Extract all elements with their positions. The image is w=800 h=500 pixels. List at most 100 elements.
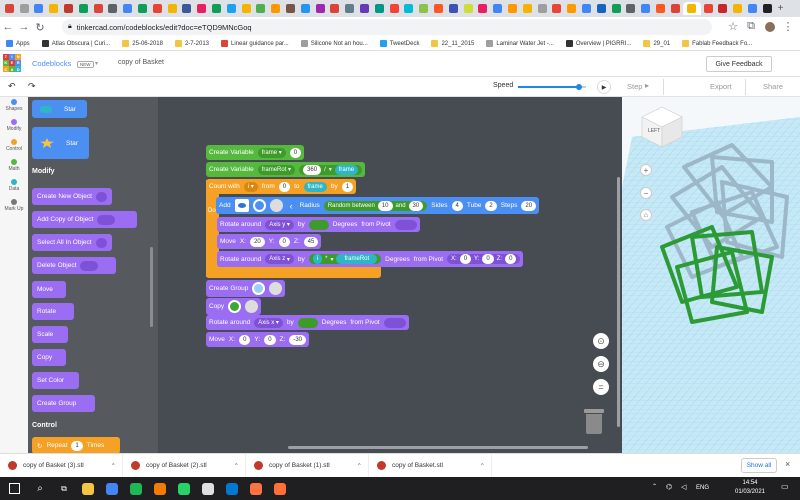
- object-slot[interactable]: [95, 237, 107, 248]
- browser-tab[interactable]: [150, 2, 165, 15]
- close-icon[interactable]: ×: [785, 459, 791, 469]
- export-button[interactable]: Export: [710, 82, 732, 91]
- bookmark-item[interactable]: Linear guidance par...: [221, 40, 289, 47]
- value-input[interactable]: 10: [377, 200, 393, 211]
- bookmark-item[interactable]: 25-06-2018: [122, 40, 163, 47]
- nav-category-modify[interactable]: Modify: [0, 117, 28, 137]
- palette-block-create-group[interactable]: Create Group: [32, 395, 95, 412]
- create-group-block[interactable]: Create Group: [206, 280, 286, 297]
- browser-tab[interactable]: [730, 2, 745, 15]
- bookmark-item[interactable]: 22_11_2015: [431, 40, 474, 47]
- chevron-down-icon[interactable]: ▾: [95, 61, 99, 67]
- notifications-icon[interactable]: ▭: [781, 482, 789, 491]
- palette-block-copy[interactable]: Copy: [32, 349, 66, 366]
- palette-block-create-new-object[interactable]: Create New Object: [32, 188, 112, 205]
- create-variable-framerot-block[interactable]: Create Variable frameRot ▾ 360 /▾ frame: [206, 162, 366, 177]
- browser-tab[interactable]: [372, 2, 387, 15]
- chrome-icon[interactable]: [100, 477, 124, 500]
- hole-toggle[interactable]: [245, 300, 259, 313]
- fit-icon[interactable]: =: [593, 379, 609, 395]
- chevron-up-icon[interactable]: ⌃: [479, 462, 485, 470]
- pivot-xyz-block[interactable]: X: 0 Y: 0 Z: 0: [447, 254, 521, 264]
- browser-tab[interactable]: [416, 2, 431, 15]
- hole-toggle[interactable]: [269, 282, 283, 295]
- browser-tab[interactable]: [61, 2, 76, 15]
- variable-reference[interactable]: i: [312, 254, 323, 264]
- browser-tab[interactable]: [745, 2, 760, 15]
- palette-block-add-copy-of-object[interactable]: Add Copy of Object: [32, 211, 137, 228]
- file-explorer-icon[interactable]: [76, 477, 100, 500]
- back-icon[interactable]: ←: [2, 21, 14, 33]
- move-block[interactable]: Move X: 0 Y: 0 Z: -30: [206, 332, 309, 347]
- add-shape-block[interactable]: Add ‹ Radius Random between 10 and 30 Si…: [216, 197, 540, 214]
- browser-tab[interactable]: [313, 2, 328, 15]
- nav-category-math[interactable]: Math: [0, 157, 28, 177]
- operator-dropdown[interactable]: *: [325, 256, 328, 262]
- app2-icon[interactable]: [244, 477, 268, 500]
- show-all-button[interactable]: Show all: [741, 458, 777, 473]
- color-swatch[interactable]: [252, 199, 266, 212]
- bookmark-item[interactable]: Silicone Not an hou...: [300, 40, 368, 47]
- variable-dropdown[interactable]: frameRot ▾: [257, 164, 296, 175]
- reload-icon[interactable]: ↻: [35, 21, 45, 34]
- variable-dropdown[interactable]: i ▾: [243, 181, 258, 192]
- palette-block-move[interactable]: Move: [32, 281, 66, 298]
- math-op-block[interactable]: 360 /▾ frame: [299, 164, 363, 175]
- empty-value-slot[interactable]: [297, 317, 318, 328]
- value-input[interactable]: 0: [289, 147, 302, 158]
- color-swatch[interactable]: [228, 300, 242, 313]
- browser-tab[interactable]: [505, 2, 520, 15]
- forward-icon[interactable]: →: [18, 21, 30, 33]
- y-input[interactable]: 0: [264, 334, 276, 345]
- browser-tab[interactable]: [357, 2, 372, 15]
- redo-icon[interactable]: ↷: [28, 81, 36, 91]
- step-icon[interactable]: ▸: [645, 81, 650, 90]
- download-item[interactable]: copy of Basket (1).stl⌃: [246, 454, 369, 477]
- chevron-up-icon[interactable]: ⌃: [356, 462, 362, 470]
- doc-title[interactable]: copy of Basket: [118, 59, 164, 66]
- browser-tab[interactable]: [165, 2, 180, 15]
- clock[interactable]: 14:54 01/03/2021: [728, 479, 772, 497]
- rotate-around-y-block[interactable]: Rotate around Axis y ▾ by Degrees from P…: [217, 217, 420, 232]
- value-input[interactable]: 360: [303, 164, 322, 175]
- variable-reference[interactable]: frame: [303, 181, 327, 192]
- browser-tab[interactable]: [638, 2, 653, 15]
- fusion-icon[interactable]: [148, 477, 172, 500]
- workspace-vertical-scrollbar[interactable]: [617, 177, 620, 427]
- random-between-block[interactable]: Random between 10 and 30: [323, 200, 428, 211]
- y-input[interactable]: 0: [278, 236, 290, 247]
- browser-tab[interactable]: [120, 2, 135, 15]
- browser-tab[interactable]: [594, 2, 609, 15]
- browser-tab[interactable]: [17, 2, 32, 15]
- palette-block-select-all-in-object[interactable]: Select All In Object: [32, 234, 112, 251]
- empty-value-slot[interactable]: [308, 219, 329, 230]
- browser-tab[interactable]: [668, 2, 683, 15]
- browser-tab[interactable]: [653, 2, 668, 15]
- browser-tab[interactable]: [476, 2, 491, 15]
- outlook-icon[interactable]: [220, 477, 244, 500]
- download-item[interactable]: copy of Basket.stl⌃: [369, 454, 492, 477]
- nav-category-mark-up[interactable]: Mark Up: [0, 197, 28, 217]
- collapse-chevron-icon[interactable]: ‹: [289, 200, 293, 211]
- windows-start-icon[interactable]: [0, 477, 28, 500]
- value-input[interactable]: 20: [521, 200, 537, 211]
- app-name[interactable]: Codeblocks: [32, 59, 72, 68]
- rotate-around-x-block[interactable]: Rotate around Axis x ▾ by Degrees from P…: [206, 315, 409, 330]
- undo-icon[interactable]: ↶: [8, 81, 16, 91]
- chevron-up-icon[interactable]: ⌃: [233, 462, 239, 470]
- palette-star-block[interactable]: Star: [32, 100, 87, 118]
- download-item[interactable]: copy of Basket (2).stl⌃: [123, 454, 246, 477]
- zoom-reset-icon[interactable]: ⊙: [593, 333, 609, 349]
- browser-tab[interactable]: [490, 2, 505, 15]
- browser-tab[interactable]: [535, 2, 550, 15]
- value-input[interactable]: 30: [408, 200, 424, 211]
- object-slot[interactable]: [95, 191, 107, 202]
- whatsapp-icon[interactable]: [172, 477, 196, 500]
- firefox-icon[interactable]: [268, 477, 292, 500]
- browser-tab[interactable]: [520, 2, 535, 15]
- bookmark-item[interactable]: Laminar Water Jet -...: [486, 40, 554, 47]
- url-field[interactable]: 🔒︎ tinkercad.com/codeblocks/edit?doc=eTQ…: [62, 19, 712, 35]
- nav-category-data[interactable]: Data: [0, 177, 28, 197]
- value-input[interactable]: 1: [341, 181, 354, 192]
